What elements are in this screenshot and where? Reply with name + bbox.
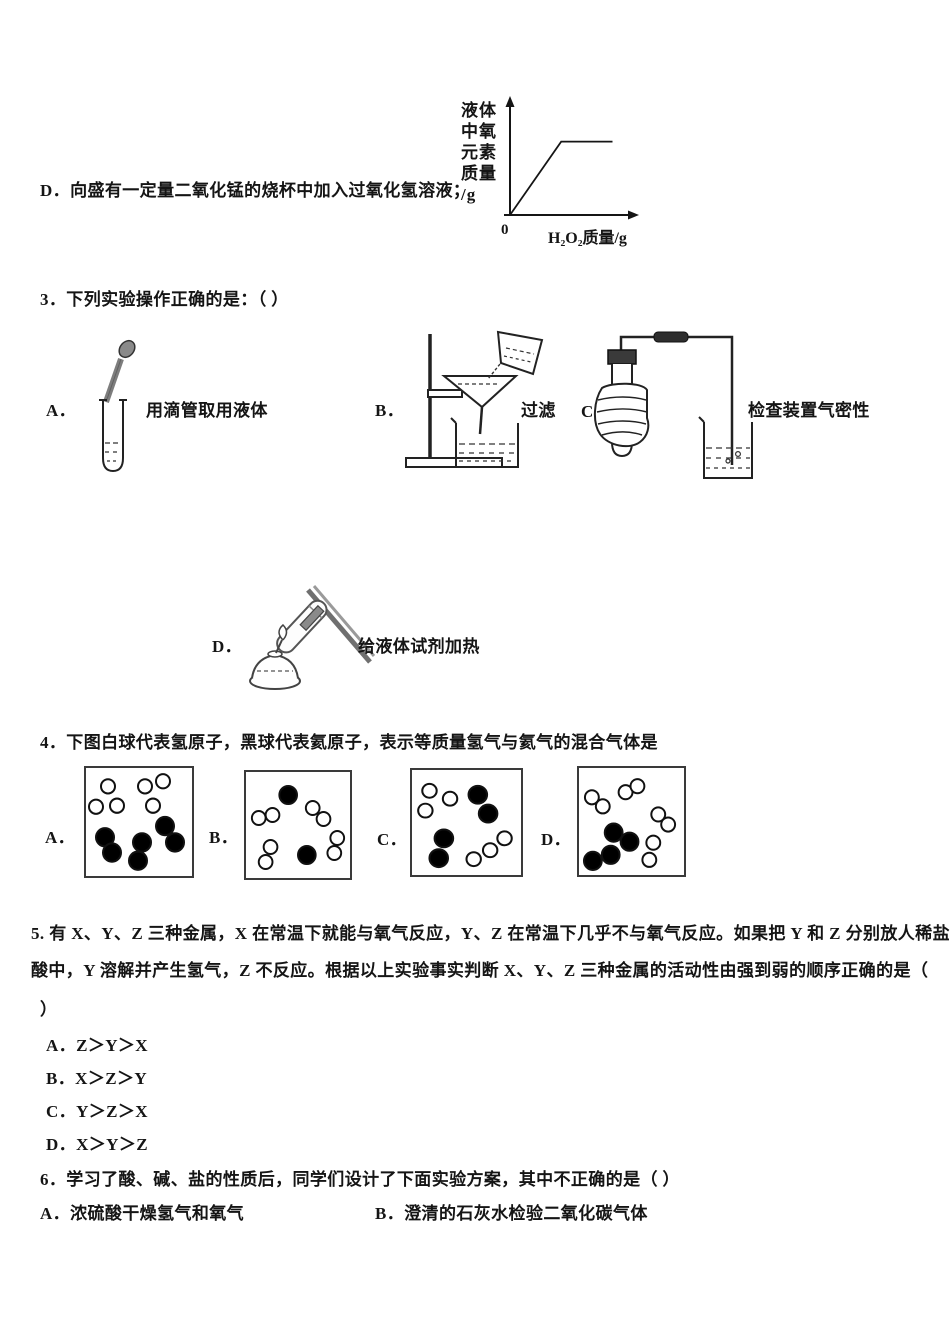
gas-tightness-diagram xyxy=(592,330,762,482)
iron-stand-icon xyxy=(406,334,502,467)
hydrogen-atom-icon xyxy=(262,839,279,855)
hydrogen-atom-icon xyxy=(583,789,600,806)
chart-y-label-line: 质量 xyxy=(461,164,497,183)
question3-stem: 3．下列实验操作正确的是：（ ） xyxy=(40,290,289,309)
hydrogen-atom-icon xyxy=(645,834,662,851)
q3-option-d-label: D． xyxy=(212,637,243,656)
hydrogen-atom-icon xyxy=(88,798,104,815)
helium-atom-icon xyxy=(297,845,317,865)
q4-box-c-label: C． xyxy=(377,830,408,849)
hydrogen-atom-icon xyxy=(629,778,646,795)
helium-atom-icon xyxy=(165,832,185,853)
q3-option-a-caption: 用滴管取用液体 xyxy=(146,401,268,420)
question6-stem: 6．学习了酸、碱、盐的性质后，同学们设计了下面实验方案，其中不正确的是（ ） xyxy=(40,1170,680,1189)
helium-atom-icon xyxy=(600,844,621,865)
hydrogen-atom-icon xyxy=(481,842,499,859)
hydrogen-atom-icon xyxy=(465,851,482,868)
chart-y-label-line: 元素 xyxy=(461,143,497,162)
hydrogen-atom-icon xyxy=(109,797,125,814)
helium-atom-icon xyxy=(278,785,298,805)
helium-atom-icon xyxy=(477,803,499,824)
question5-stem-line-1: 5. 有 X、Y、Z 三种金属，X 在常温下就能与氧气反应，Y、Z 在常温下几乎… xyxy=(31,924,950,943)
receiving-beaker-icon xyxy=(451,418,518,467)
hydrogen-atom-icon xyxy=(641,851,658,868)
question2-option-d-text: D．向盛有一定量二氧化锰的烧杯中加入过氧化氢溶液； xyxy=(40,181,471,200)
hydrogen-atom-icon xyxy=(304,800,321,816)
alcohol-lamp-icon xyxy=(250,625,300,689)
chart-y-label-line: 液体 xyxy=(461,101,497,120)
q4-box-d-label: D． xyxy=(541,830,572,849)
q3-option-c-caption: 检查装置气密性 xyxy=(748,401,870,420)
hydrogen-atom-icon xyxy=(326,845,343,861)
q5-option-b: B．X＞Z＞Y xyxy=(46,1069,148,1088)
test-tube-icon xyxy=(99,400,127,471)
helium-atom-icon xyxy=(433,828,455,849)
chart-data-line xyxy=(510,142,613,215)
hydrogen-atom-icon xyxy=(496,830,513,847)
chart-y-label-line: /g xyxy=(461,185,477,204)
hydrogen-atom-icon xyxy=(650,806,667,823)
helium-atom-icon xyxy=(582,850,603,871)
q4-box-b-label: B． xyxy=(209,828,239,847)
hydrogen-atom-icon xyxy=(137,778,153,795)
dropper-icon xyxy=(106,338,138,402)
hydrogen-atom-icon xyxy=(441,790,459,807)
hydrogen-atom-icon xyxy=(660,816,677,833)
helium-atom-icon xyxy=(128,850,148,871)
q3-option-b-caption: 过滤 xyxy=(521,401,556,420)
chart-y-axis-label: 液体 中氧 元素 质量 /g xyxy=(461,100,497,205)
helium-atom-icon xyxy=(467,784,489,805)
molecule-box-c xyxy=(410,768,523,877)
chart-x-axis-label: H₂O₂质量/g xyxy=(548,230,627,247)
helium-atom-icon xyxy=(102,842,122,863)
hydrogen-atom-icon xyxy=(250,810,267,826)
hydrogen-atom-icon xyxy=(257,854,274,870)
hand-icon xyxy=(595,384,648,446)
filtration-diagram xyxy=(398,326,593,476)
hydrogen-atom-icon xyxy=(329,830,346,846)
hydrogen-atom-icon xyxy=(594,798,611,815)
hydrogen-atom-icon xyxy=(100,778,116,795)
hydrogen-atom-icon xyxy=(421,782,438,799)
hydrogen-atom-icon xyxy=(315,811,332,827)
holder-clamp-icon xyxy=(300,606,324,630)
q5-option-d: D．X＞Y＞Z xyxy=(46,1135,148,1154)
h2o2-chart xyxy=(500,96,639,220)
q6-option-b: B．澄清的石灰水检验二氧化碳气体 xyxy=(375,1204,648,1223)
delivery-tube-icon xyxy=(621,332,732,465)
hydrogen-atom-icon xyxy=(264,807,281,823)
water-beaker-icon xyxy=(699,417,752,478)
hydrogen-atom-icon xyxy=(155,773,171,790)
molecule-box-d xyxy=(577,766,686,877)
q3-option-a-label: A． xyxy=(46,401,77,420)
helium-atom-icon xyxy=(155,815,175,837)
helium-atom-icon xyxy=(132,832,152,853)
molecule-box-a xyxy=(84,766,194,878)
pouring-beaker-icon xyxy=(488,332,542,379)
y-axis-arrow-icon xyxy=(505,96,515,107)
helium-atom-icon xyxy=(619,831,640,852)
q3-option-d-caption: 给液体试剂加热 xyxy=(358,637,480,656)
funnel-icon xyxy=(444,376,516,434)
question4-stem: 4．下图白球代表氢原子，黑球代表氦原子，表示等质量氢气与氦气的混合气体是 xyxy=(40,733,658,752)
hydrogen-atom-icon xyxy=(145,797,161,814)
q5-option-a: A．Z＞Y＞X xyxy=(46,1036,148,1055)
chart-origin-label: 0 xyxy=(501,222,509,238)
helium-atom-icon xyxy=(428,848,450,869)
helium-atom-icon xyxy=(603,822,624,843)
q4-box-a-label: A． xyxy=(45,828,76,847)
question5-stem-line-2: 酸中，Y 溶解并产生氢气，Z 不反应。根据以上实验事实判断 X、Y、Z 三种金属… xyxy=(31,961,929,980)
dropper-test-tube-diagram xyxy=(70,330,145,480)
heating-liquid-diagram xyxy=(228,574,378,696)
q5-option-c: C．Y＞Z＞X xyxy=(46,1102,148,1121)
x-axis-arrow-icon xyxy=(628,210,639,220)
hydrogen-atom-icon xyxy=(417,802,434,819)
q6-option-a: A．浓硫酸干燥氢气和氧气 xyxy=(40,1204,245,1223)
molecule-box-b xyxy=(244,770,352,880)
q3-option-b-label: B． xyxy=(375,401,405,420)
question5-stem-line-3: ） xyxy=(40,1000,58,1019)
chart-y-label-line: 中氧 xyxy=(461,122,497,141)
